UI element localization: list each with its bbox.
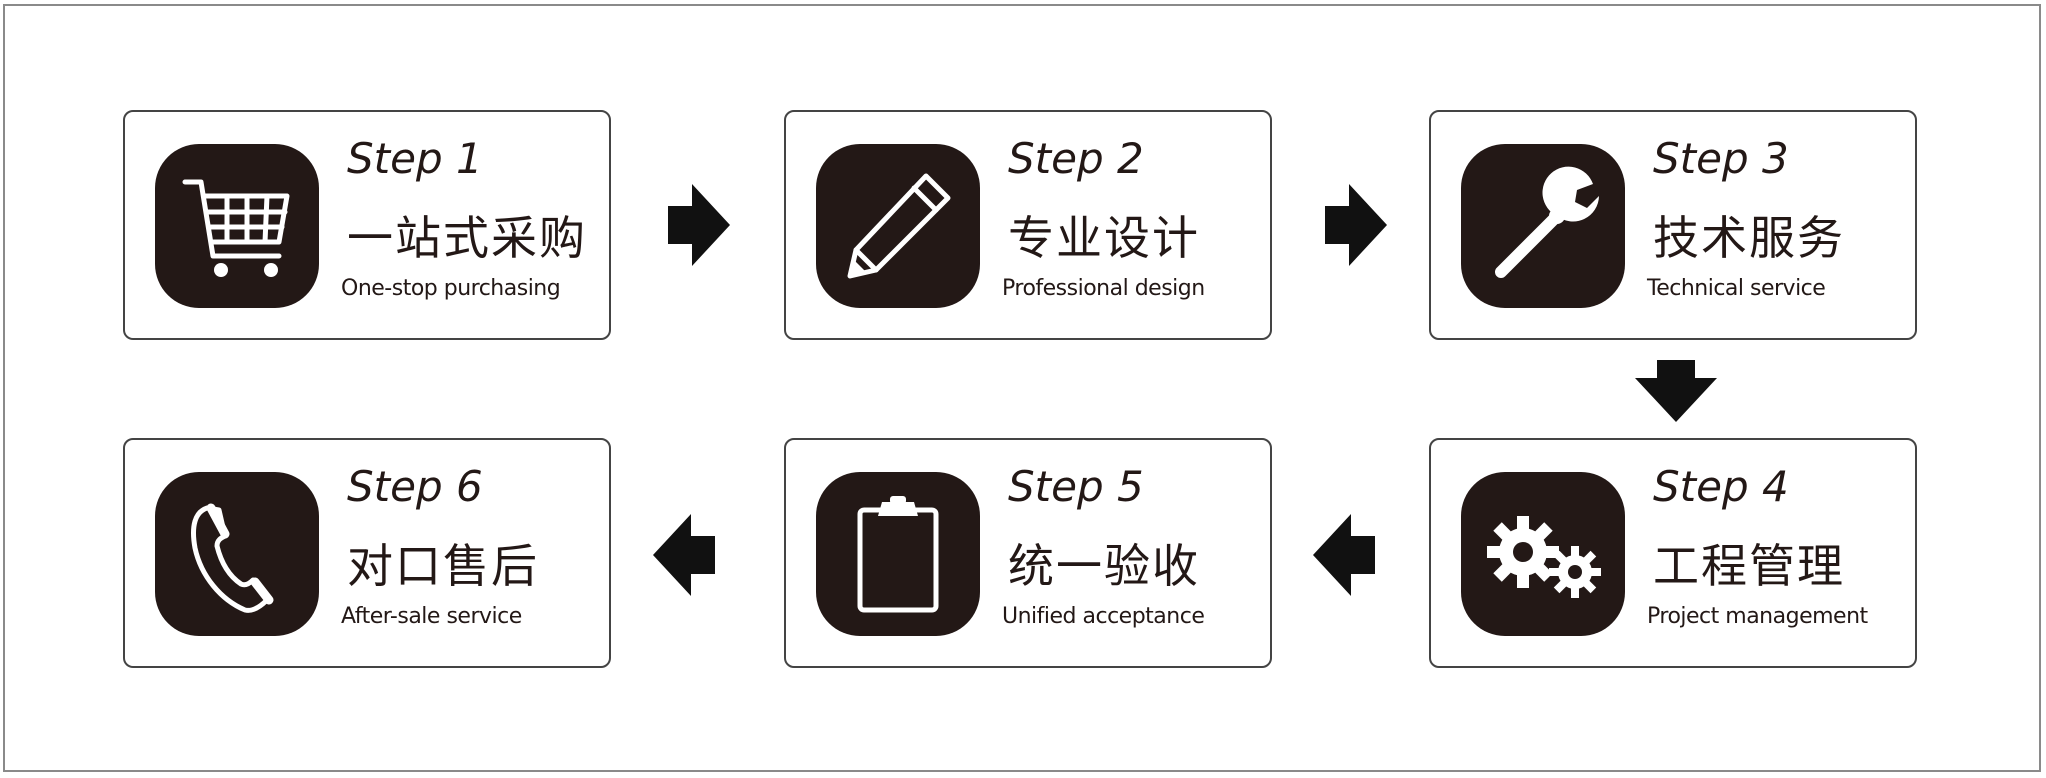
step-5-card: Step 5 统一验收 Unified acceptance xyxy=(784,438,1272,668)
step-5-title: 统一验收 xyxy=(1008,539,1200,593)
step-4-card: Step 4 工程管理 Project management xyxy=(1429,438,1917,668)
step-6-subtitle: After-sale service xyxy=(341,604,522,629)
step-3-icon-tile xyxy=(1461,144,1625,308)
step-3-subtitle: Technical service xyxy=(1647,276,1826,301)
step-4-title: 工程管理 xyxy=(1653,539,1845,593)
clipboard-icon xyxy=(857,496,939,613)
step-4-label: Step 4 xyxy=(1653,462,1789,511)
arrow-left-icon xyxy=(1313,514,1375,596)
step-2-icon-tile xyxy=(816,144,980,308)
arrow-right-icon xyxy=(668,184,730,266)
shopping-cart-icon xyxy=(182,179,290,277)
arrow-down-icon xyxy=(1635,360,1717,422)
diagram-frame: Step 1 一站式采购 One-stop purchasing Step 2 … xyxy=(3,4,2041,772)
wrench-icon xyxy=(1495,166,1599,278)
arrow-right-icon xyxy=(1325,184,1387,266)
step-2-card: Step 2 专业设计 Professional design xyxy=(784,110,1272,340)
step-6-icon-tile xyxy=(155,472,319,636)
step-5-icon-tile xyxy=(816,472,980,636)
step-5-label: Step 5 xyxy=(1008,462,1144,511)
step-2-subtitle: Professional design xyxy=(1002,276,1205,301)
step-3-title: 技术服务 xyxy=(1653,211,1845,265)
step-5-subtitle: Unified acceptance xyxy=(1002,604,1205,629)
step-4-icon-tile xyxy=(1461,472,1625,636)
pencil-icon xyxy=(847,173,951,279)
step-3-card: Step 3 技术服务 Technical service xyxy=(1429,110,1917,340)
arrow-left-icon xyxy=(653,514,715,596)
step-3-label: Step 3 xyxy=(1653,134,1789,183)
step-2-label: Step 2 xyxy=(1008,134,1144,183)
step-1-icon-tile xyxy=(155,144,319,308)
step-4-subtitle: Project management xyxy=(1647,604,1868,629)
step-1-card: Step 1 一站式采购 One-stop purchasing xyxy=(123,110,611,340)
step-6-card: Step 6 对口售后 After-sale service xyxy=(123,438,611,668)
step-6-label: Step 6 xyxy=(347,462,483,511)
gears-icon xyxy=(1487,516,1601,598)
step-1-subtitle: One-stop purchasing xyxy=(341,276,561,301)
telephone-icon xyxy=(191,503,274,613)
step-2-title: 专业设计 xyxy=(1008,211,1200,265)
step-6-title: 对口售后 xyxy=(347,539,539,593)
step-1-title: 一站式采购 xyxy=(347,211,587,265)
step-1-label: Step 1 xyxy=(347,134,483,183)
